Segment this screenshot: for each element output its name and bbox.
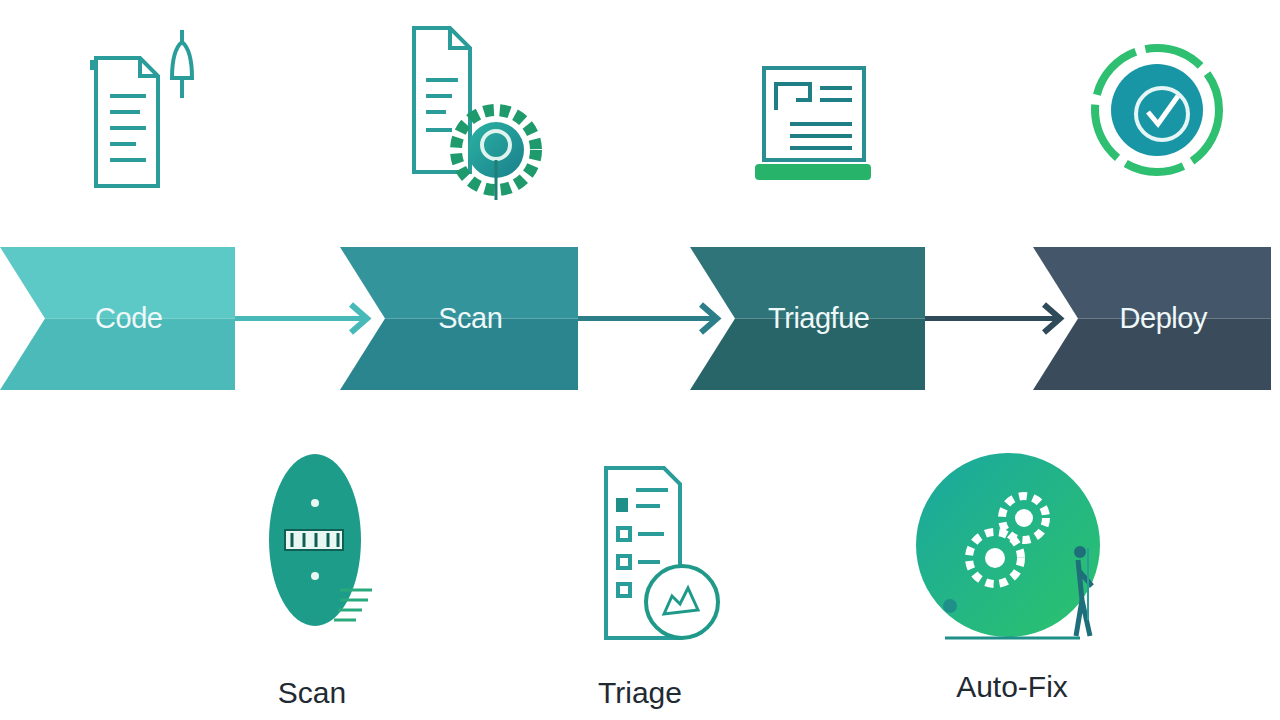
- document-gear-icon: [414, 28, 536, 200]
- band-label: Code: [95, 302, 162, 335]
- icon-caption: Triage: [598, 676, 682, 710]
- laptop-icon: [755, 68, 871, 180]
- flow-arrow: [235, 305, 367, 333]
- band-label: Scan: [438, 302, 502, 335]
- chevron-band: Code: [0, 247, 235, 390]
- flow-line: [578, 316, 717, 321]
- auto-fix-icon: [916, 453, 1100, 638]
- arrow-head: [701, 305, 717, 333]
- chevron-band: Deploy: [1033, 247, 1271, 390]
- icon-caption: Scan: [278, 676, 346, 710]
- chevron-band: Triagfue: [690, 247, 925, 390]
- band-label: Triagfue: [768, 302, 869, 335]
- flow-line: [235, 316, 367, 321]
- check-badge-icon: [1095, 48, 1219, 172]
- band-label: Deploy: [1120, 302, 1207, 335]
- chevron-band: Scan: [340, 247, 578, 390]
- flow-arrow: [925, 305, 1060, 333]
- arrow-head: [1044, 305, 1060, 333]
- document-icon: [92, 30, 192, 186]
- icon-caption: Auto-Fix: [956, 670, 1068, 704]
- flow-line: [925, 316, 1060, 321]
- flow-arrow: [578, 305, 717, 333]
- scan-icon: [269, 454, 372, 626]
- arrow-head: [351, 305, 367, 333]
- triage-document-icon: [606, 468, 718, 638]
